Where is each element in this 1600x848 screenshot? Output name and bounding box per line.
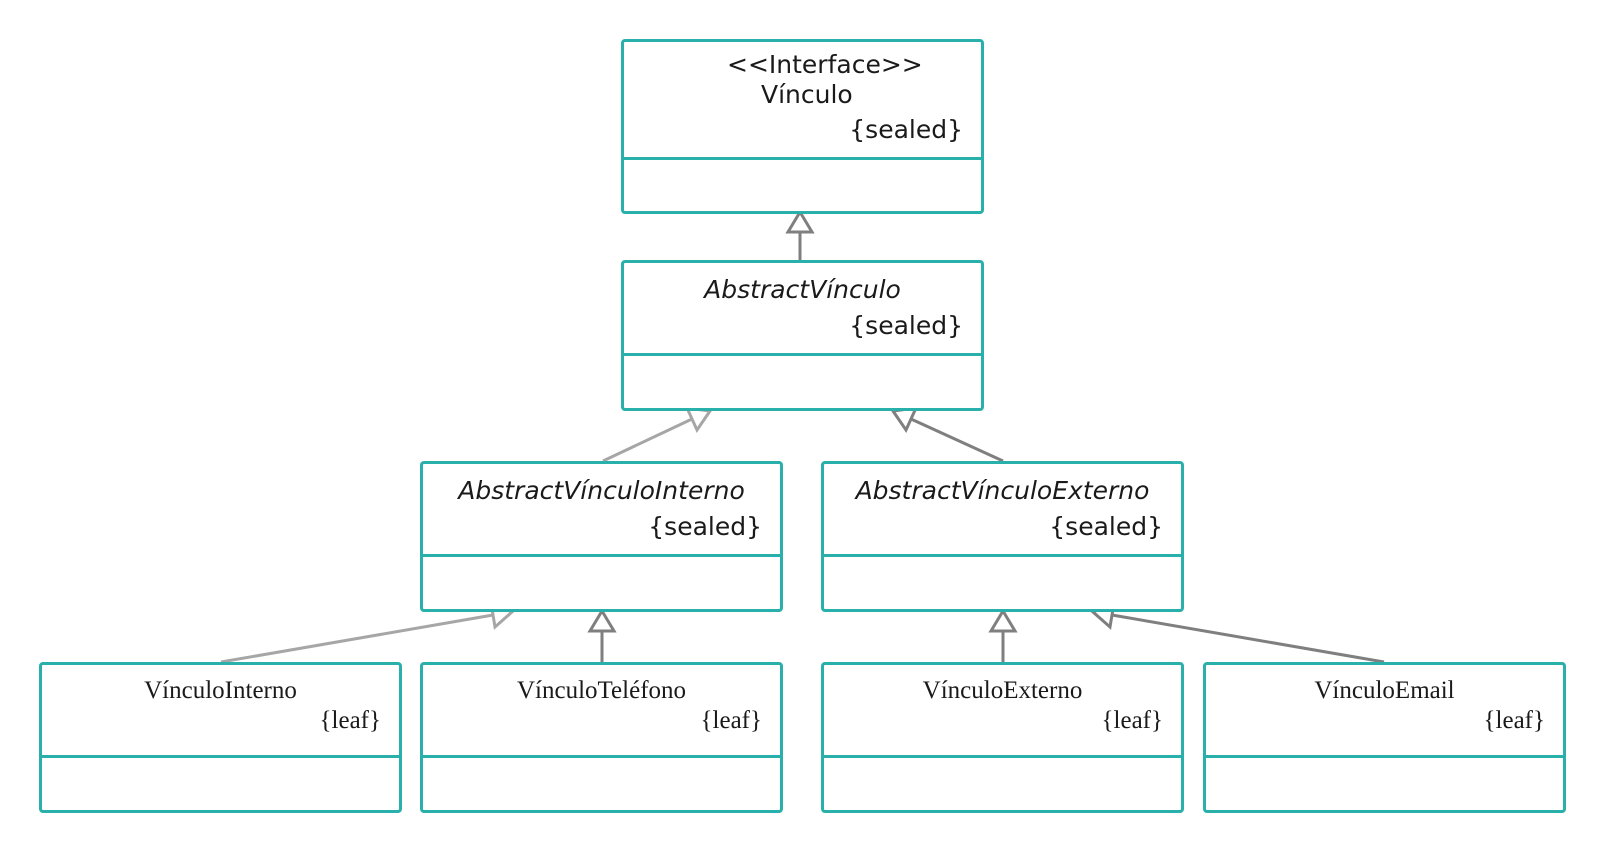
class-abstract-vinculo-interno-name: AbstractVínculoInterno	[458, 476, 745, 505]
edge-abstract-vinculo-to-vinculo	[785, 209, 815, 260]
class-vinculo-name: Vínculo	[761, 80, 853, 109]
class-vinculo-email[interactable]: VínculoEmail {leaf}	[1203, 662, 1566, 813]
class-vinculo-externo-name: VínculoExterno	[922, 677, 1083, 704]
class-vinculo-constraint: {sealed}	[849, 115, 963, 144]
class-abstract-vinculo-interno-constraint: {sealed}	[648, 512, 762, 541]
class-vinculo-header: <<Interface>> Vínculo {sealed}	[624, 42, 981, 160]
class-vinculo-interno-header: VínculoInterno {leaf}	[42, 665, 399, 758]
class-abstract-vinculo[interactable]: AbstractVínculo {sealed}	[621, 260, 984, 411]
class-abstract-vinculo-interno-header: AbstractVínculoInterno {sealed}	[423, 464, 780, 557]
class-abstract-vinculo-header: AbstractVínculo {sealed}	[624, 263, 981, 356]
class-abstract-vinculo-externo-header: AbstractVínculoExterno {sealed}	[824, 464, 1181, 557]
class-abstract-vinculo-constraint: {sealed}	[849, 311, 963, 340]
class-abstract-vinculo-externo-constraint: {sealed}	[1049, 512, 1163, 541]
class-vinculo[interactable]: <<Interface>> Vínculo {sealed}	[621, 39, 984, 214]
class-abstract-vinculo-name: AbstractVínculo	[704, 275, 901, 304]
class-vinculo-externo-constraint: {leaf}	[1101, 707, 1163, 734]
class-abstract-vinculo-interno[interactable]: AbstractVínculoInterno {sealed}	[420, 461, 783, 612]
class-abstract-vinculo-externo[interactable]: AbstractVínculoExterno {sealed}	[821, 461, 1184, 612]
class-vinculo-telefono-constraint: {leaf}	[700, 707, 762, 734]
class-vinculo-interno-constraint: {leaf}	[319, 707, 381, 734]
edge-externo-to-abstract-vinculo	[890, 406, 1004, 463]
class-vinculo-email-constraint: {leaf}	[1483, 707, 1545, 734]
class-vinculo-stereotype: <<Interface>>	[727, 50, 923, 79]
class-vinculo-telefono[interactable]: VínculoTeléfono {leaf}	[420, 662, 783, 813]
class-vinculo-externo-header: VínculoExterno {leaf}	[824, 665, 1181, 758]
class-vinculo-email-name: VínculoEmail	[1314, 677, 1455, 704]
class-vinculo-email-header: VínculoEmail {leaf}	[1206, 665, 1563, 758]
class-vinculo-interno-name: VínculoInterno	[144, 677, 297, 704]
class-vinculo-interno[interactable]: VínculoInterno {leaf}	[39, 662, 402, 813]
class-abstract-vinculo-externo-name: AbstractVínculoExterno	[855, 476, 1150, 505]
edge-interno-to-abstract-vinculo	[602, 406, 713, 463]
class-vinculo-externo[interactable]: VínculoExterno {leaf}	[821, 662, 1184, 813]
edge-vinculo-telefono-to-abstract-interno	[587, 608, 617, 662]
edge-vinculo-externo-to-abstract-externo	[988, 608, 1018, 662]
class-vinculo-telefono-header: VínculoTeléfono {leaf}	[423, 665, 780, 758]
class-vinculo-telefono-name: VínculoTeléfono	[516, 677, 687, 704]
